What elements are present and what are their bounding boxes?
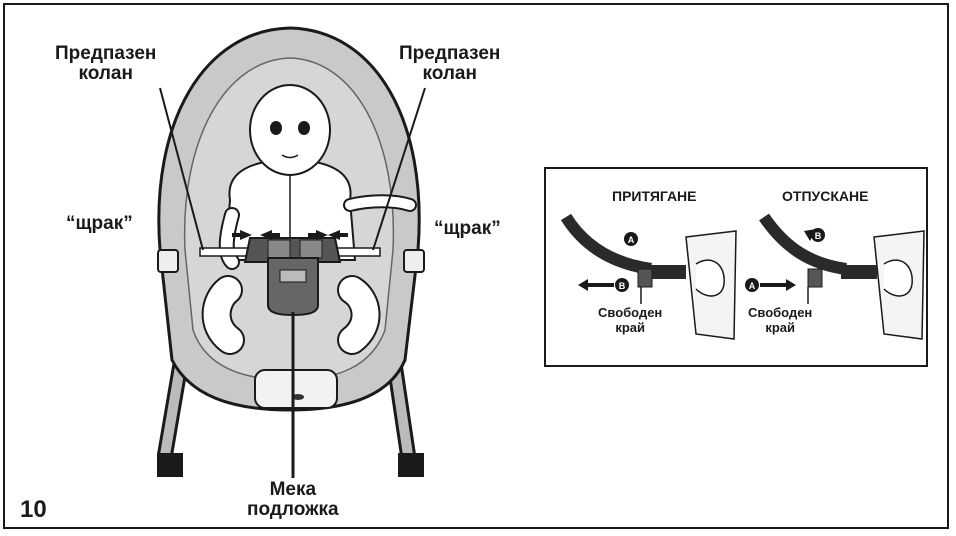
marker-a-right-label: A — [749, 281, 756, 291]
free-end-right-line2: край — [748, 320, 812, 335]
loosen-label: ОТПУСКАНЕ — [782, 189, 868, 204]
tighten-label: ПРИТЯГАНЕ — [612, 189, 697, 204]
inset-illustration: A B B A — [546, 169, 930, 369]
clip-right — [404, 250, 424, 272]
clip-left — [158, 250, 178, 272]
belt-label-right-line2: колан — [399, 64, 500, 84]
soft-pad-label-line1: Мека — [247, 480, 339, 500]
soft-pad-label-line2: подложка — [247, 500, 339, 520]
adjust-inset: A B B A ПРИТЯГАНЕ ОТПУСКАНЕ Свободен кр — [544, 167, 928, 367]
soft-pad — [268, 258, 318, 315]
free-end-label-right: Свободен край — [748, 305, 812, 335]
belt-label-left-line1: Предпазен — [55, 44, 156, 64]
marker-b-left-label: B — [619, 281, 626, 291]
soft-pad-label: Мека подложка — [247, 480, 339, 520]
click-label-right: “щрак” — [434, 219, 501, 239]
belt-label-right: Предпазен колан — [399, 44, 500, 84]
seat-foot-cover — [255, 370, 337, 408]
marker-a-left-label: A — [628, 235, 635, 245]
belt-label-right-line1: Предпазен — [399, 44, 500, 64]
free-end-left-line2: край — [598, 320, 662, 335]
marker-b-right-label: B — [815, 231, 822, 241]
free-end-label-left: Свободен край — [598, 305, 662, 335]
belt-label-left: Предпазен колан — [55, 44, 156, 84]
page-number: 10 — [20, 496, 47, 524]
click-label-left: “щрак” — [66, 214, 133, 234]
free-end-left-line1: Свободен — [598, 305, 662, 320]
belt-label-left-line2: колан — [55, 64, 156, 84]
free-end-right-line1: Свободен — [748, 305, 812, 320]
